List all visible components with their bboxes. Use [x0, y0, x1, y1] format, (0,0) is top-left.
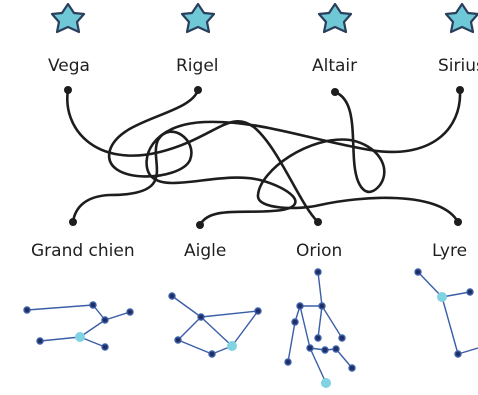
- line-altair: [256, 90, 460, 224]
- label-lyre: Lyre: [432, 241, 468, 261]
- tangled-lines: [66, 88, 462, 227]
- line-sirius: [145, 88, 462, 227]
- line-rigel: [71, 88, 200, 224]
- constellation-grand-chien: [23, 301, 134, 351]
- label-vega: Vega: [48, 56, 90, 76]
- endpoints: [64, 86, 464, 229]
- star-icon: [317, 2, 353, 34]
- constellation-lyre: [414, 268, 478, 358]
- label-altair: Altair: [312, 56, 358, 76]
- constellation-orion: [284, 268, 356, 388]
- label-aigle: Aigle: [184, 241, 227, 261]
- star-icon: [180, 2, 216, 34]
- line-vega: [66, 88, 320, 224]
- star-icon: [444, 2, 478, 34]
- label-grand-chien: Grand chien: [31, 241, 135, 261]
- label-rigel: Rigel: [176, 56, 219, 76]
- star-icon: [50, 2, 86, 34]
- constellation-aigle: [168, 292, 262, 358]
- label-sirius: Sirius: [438, 56, 478, 76]
- label-orion: Orion: [296, 241, 343, 261]
